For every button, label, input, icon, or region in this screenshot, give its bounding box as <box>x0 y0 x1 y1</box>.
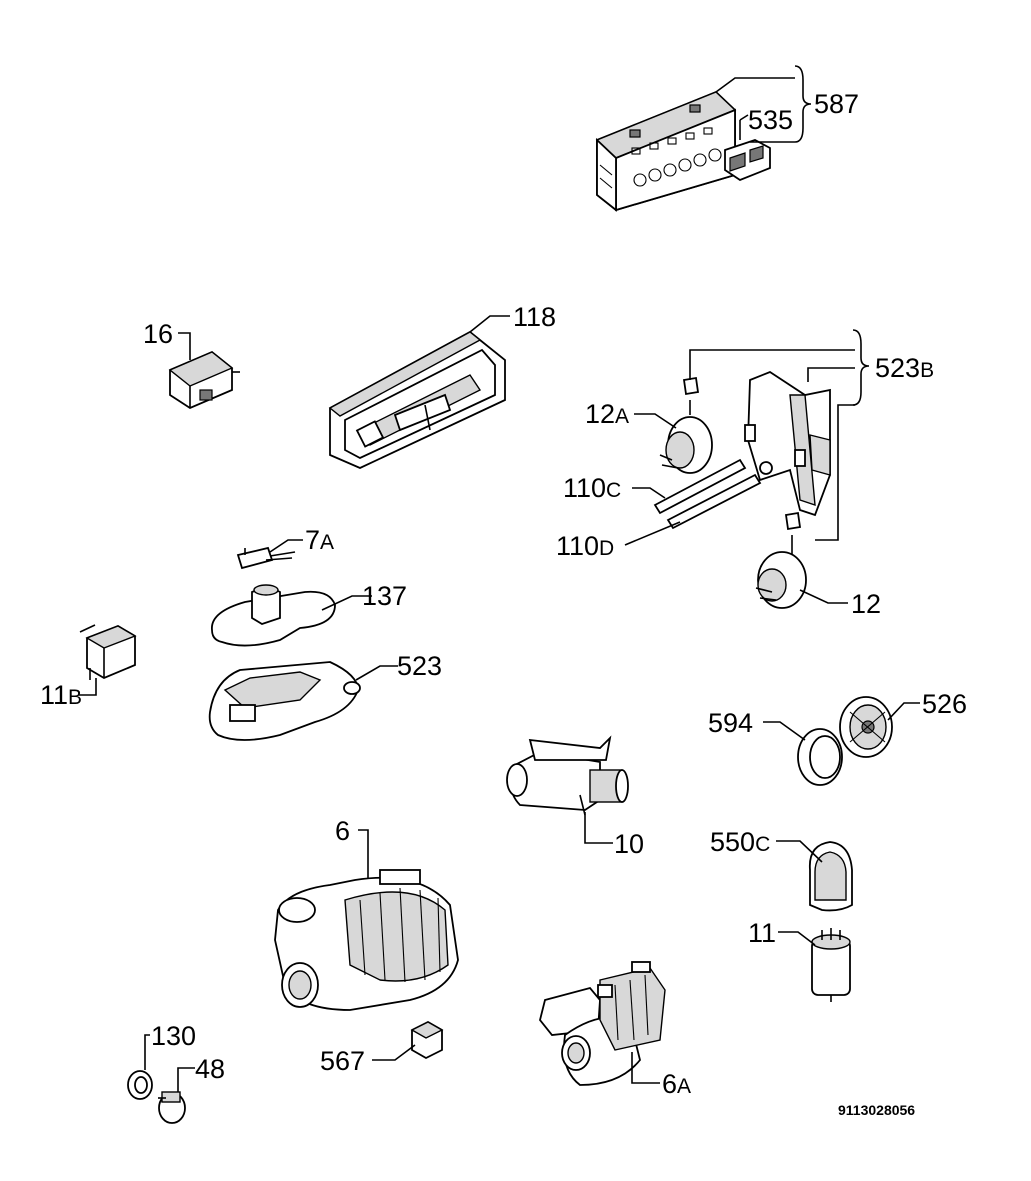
part-12-pressure-switch <box>755 511 807 609</box>
label-10: 10 <box>614 829 644 859</box>
label-110c: 110C <box>563 473 621 503</box>
label-48: 48 <box>195 1054 225 1084</box>
label-118: 118 <box>513 302 556 332</box>
drawing-code: 9113028056 <box>838 1102 915 1118</box>
leader-130 <box>144 1034 150 1070</box>
label-587: 587 <box>814 89 859 119</box>
part-118-dispenser <box>328 330 506 469</box>
part-567-clip <box>410 1020 444 1060</box>
leader-48 <box>177 1067 195 1092</box>
label-526: 526 <box>922 689 967 719</box>
part-6-pump <box>274 869 459 1011</box>
label-12: 12 <box>851 589 881 619</box>
part-137-cover <box>211 584 336 647</box>
leader-7a <box>269 539 303 553</box>
part-12a-pressure-switch <box>659 376 713 474</box>
leader-523 <box>355 665 398 681</box>
leader-11b <box>78 678 97 696</box>
leader-550c <box>776 840 823 863</box>
part-594-seal <box>797 728 843 786</box>
part-6a-drain-pump <box>539 961 666 1086</box>
part-48-plug <box>158 1091 186 1124</box>
label-6: 6 <box>335 816 350 846</box>
leader-12 <box>799 589 848 604</box>
part-526-filter <box>839 696 893 758</box>
leader-523b <box>689 329 870 541</box>
label-594: 594 <box>708 708 753 738</box>
part-11-capacitor <box>811 928 851 1002</box>
part-7a-clip <box>236 546 296 570</box>
leader-587 <box>715 65 812 143</box>
label-523b: 523B <box>875 353 934 383</box>
leader-137 <box>321 595 372 611</box>
leader-10 <box>584 812 613 844</box>
label-11: 11 <box>748 918 776 948</box>
leader-12a <box>634 413 677 429</box>
leader-6 <box>358 829 369 878</box>
leader-11 <box>778 931 816 946</box>
leader-594 <box>763 721 806 741</box>
label-535: 535 <box>748 105 793 135</box>
part-10-heater <box>506 735 629 816</box>
label-567: 567 <box>320 1046 365 1076</box>
label-16: 16 <box>143 319 173 349</box>
label-137: 137 <box>362 581 407 611</box>
label-11b: 11B <box>40 680 82 710</box>
label-550c: 550C <box>710 827 770 857</box>
label-6a: 6A <box>662 1069 691 1099</box>
part-110c-hose <box>653 458 747 515</box>
part-11b-component <box>79 624 137 680</box>
label-130: 130 <box>151 1021 196 1051</box>
part-550c-cap <box>808 841 853 912</box>
leader-567 <box>372 1044 416 1061</box>
label-110d: 110D <box>556 531 614 561</box>
part-587-control-module <box>595 90 737 212</box>
leader-110c <box>632 487 666 499</box>
leader-118 <box>469 315 510 333</box>
leader-526 <box>887 702 920 721</box>
part-523b-bracket <box>744 370 831 517</box>
label-523: 523 <box>397 651 442 681</box>
leader-110d <box>624 521 681 546</box>
part-523-sump <box>208 661 361 741</box>
label-12a: 12A <box>585 399 629 429</box>
part-535-connector <box>724 114 771 182</box>
part-130-washer <box>127 1070 153 1100</box>
label-7a: 7A <box>305 525 334 555</box>
leader-16 <box>178 332 191 360</box>
part-16-relay <box>168 350 240 410</box>
leader-6a <box>631 1052 660 1084</box>
